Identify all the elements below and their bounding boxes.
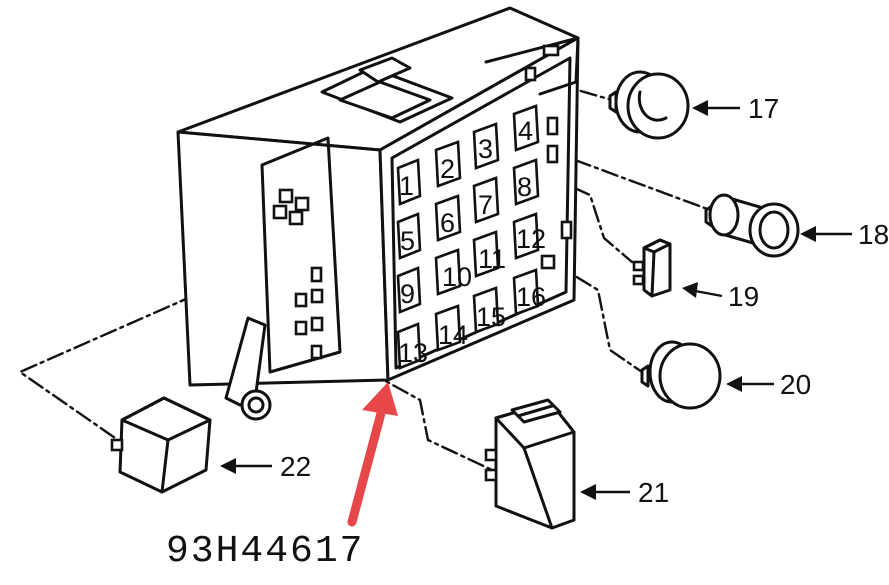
fuse-cavity-9: 9 [396,266,422,314]
callout-17: 17 [692,93,779,124]
fuse-cavity-3: 3 [472,122,500,170]
fuse-block-housing [176,6,580,421]
fuse-number: 10 [442,262,472,292]
fuse-number: 2 [440,154,455,184]
fuse-cavity-12: 12 [512,212,546,260]
fuse-number: 4 [518,116,533,146]
fuse-cavity-6: 6 [434,194,462,242]
fuse-cavity-4: 4 [512,104,540,152]
fuse-number: 16 [516,282,546,312]
callout-number-20: 20 [780,369,811,400]
callout-19: 19 [682,281,759,312]
fuse-number: 11 [478,244,506,274]
fuse-number: 12 [516,224,546,254]
component-18-cylinder-relay [704,193,800,258]
callout-18: 18 [800,219,889,250]
callout-20: 20 [726,369,811,400]
component-19-mini-relay [632,238,672,298]
fuse-cavity-2: 2 [434,140,462,188]
fuse-number: 14 [438,320,468,350]
callout-number-21: 21 [638,477,669,508]
fuse-number: 8 [517,172,532,202]
fuse-number: 13 [398,338,428,368]
component-20-round-flasher [640,340,722,410]
fuse-number: 6 [440,208,455,238]
fuse-number: 3 [478,134,493,164]
fuse-cavity-5: 5 [396,212,422,260]
fuse-cavity-8: 8 [512,158,540,206]
component-21-plugin-relay [484,398,576,530]
fuse-cavity-11: 11 [472,230,506,278]
callout-number-22: 22 [280,451,311,482]
fuse-cavity-1: 1 [396,158,422,206]
fuse-cavity-13: 13 [396,322,428,370]
callout-number-17: 17 [748,93,779,124]
fuse-cavity-grid: 1 2 3 4 5 6 7 8 [396,104,546,370]
fuse-cavity-14: 14 [434,304,468,352]
part-code-label: 93H44617 [166,530,365,573]
callout-number-18: 18 [858,219,889,250]
callout-21: 21 [580,477,669,508]
fuse-number: 9 [400,279,415,309]
callout-22: 22 [220,451,311,482]
fuse-number: 5 [400,226,415,256]
red-pointer-arrow [347,382,398,527]
fuse-cavity-10: 10 [434,248,472,296]
component-17-round-flasher [608,70,690,140]
callout-number-19: 19 [728,281,759,312]
fuse-cavity-15: 15 [472,286,506,334]
fuse-number: 1 [399,171,414,201]
fuse-cavity-7: 7 [472,176,500,224]
fuse-cavity-16: 16 [512,268,546,316]
fuse-number: 15 [476,302,506,332]
component-22-cube-relay [110,396,212,494]
fuse-number: 7 [478,190,493,220]
